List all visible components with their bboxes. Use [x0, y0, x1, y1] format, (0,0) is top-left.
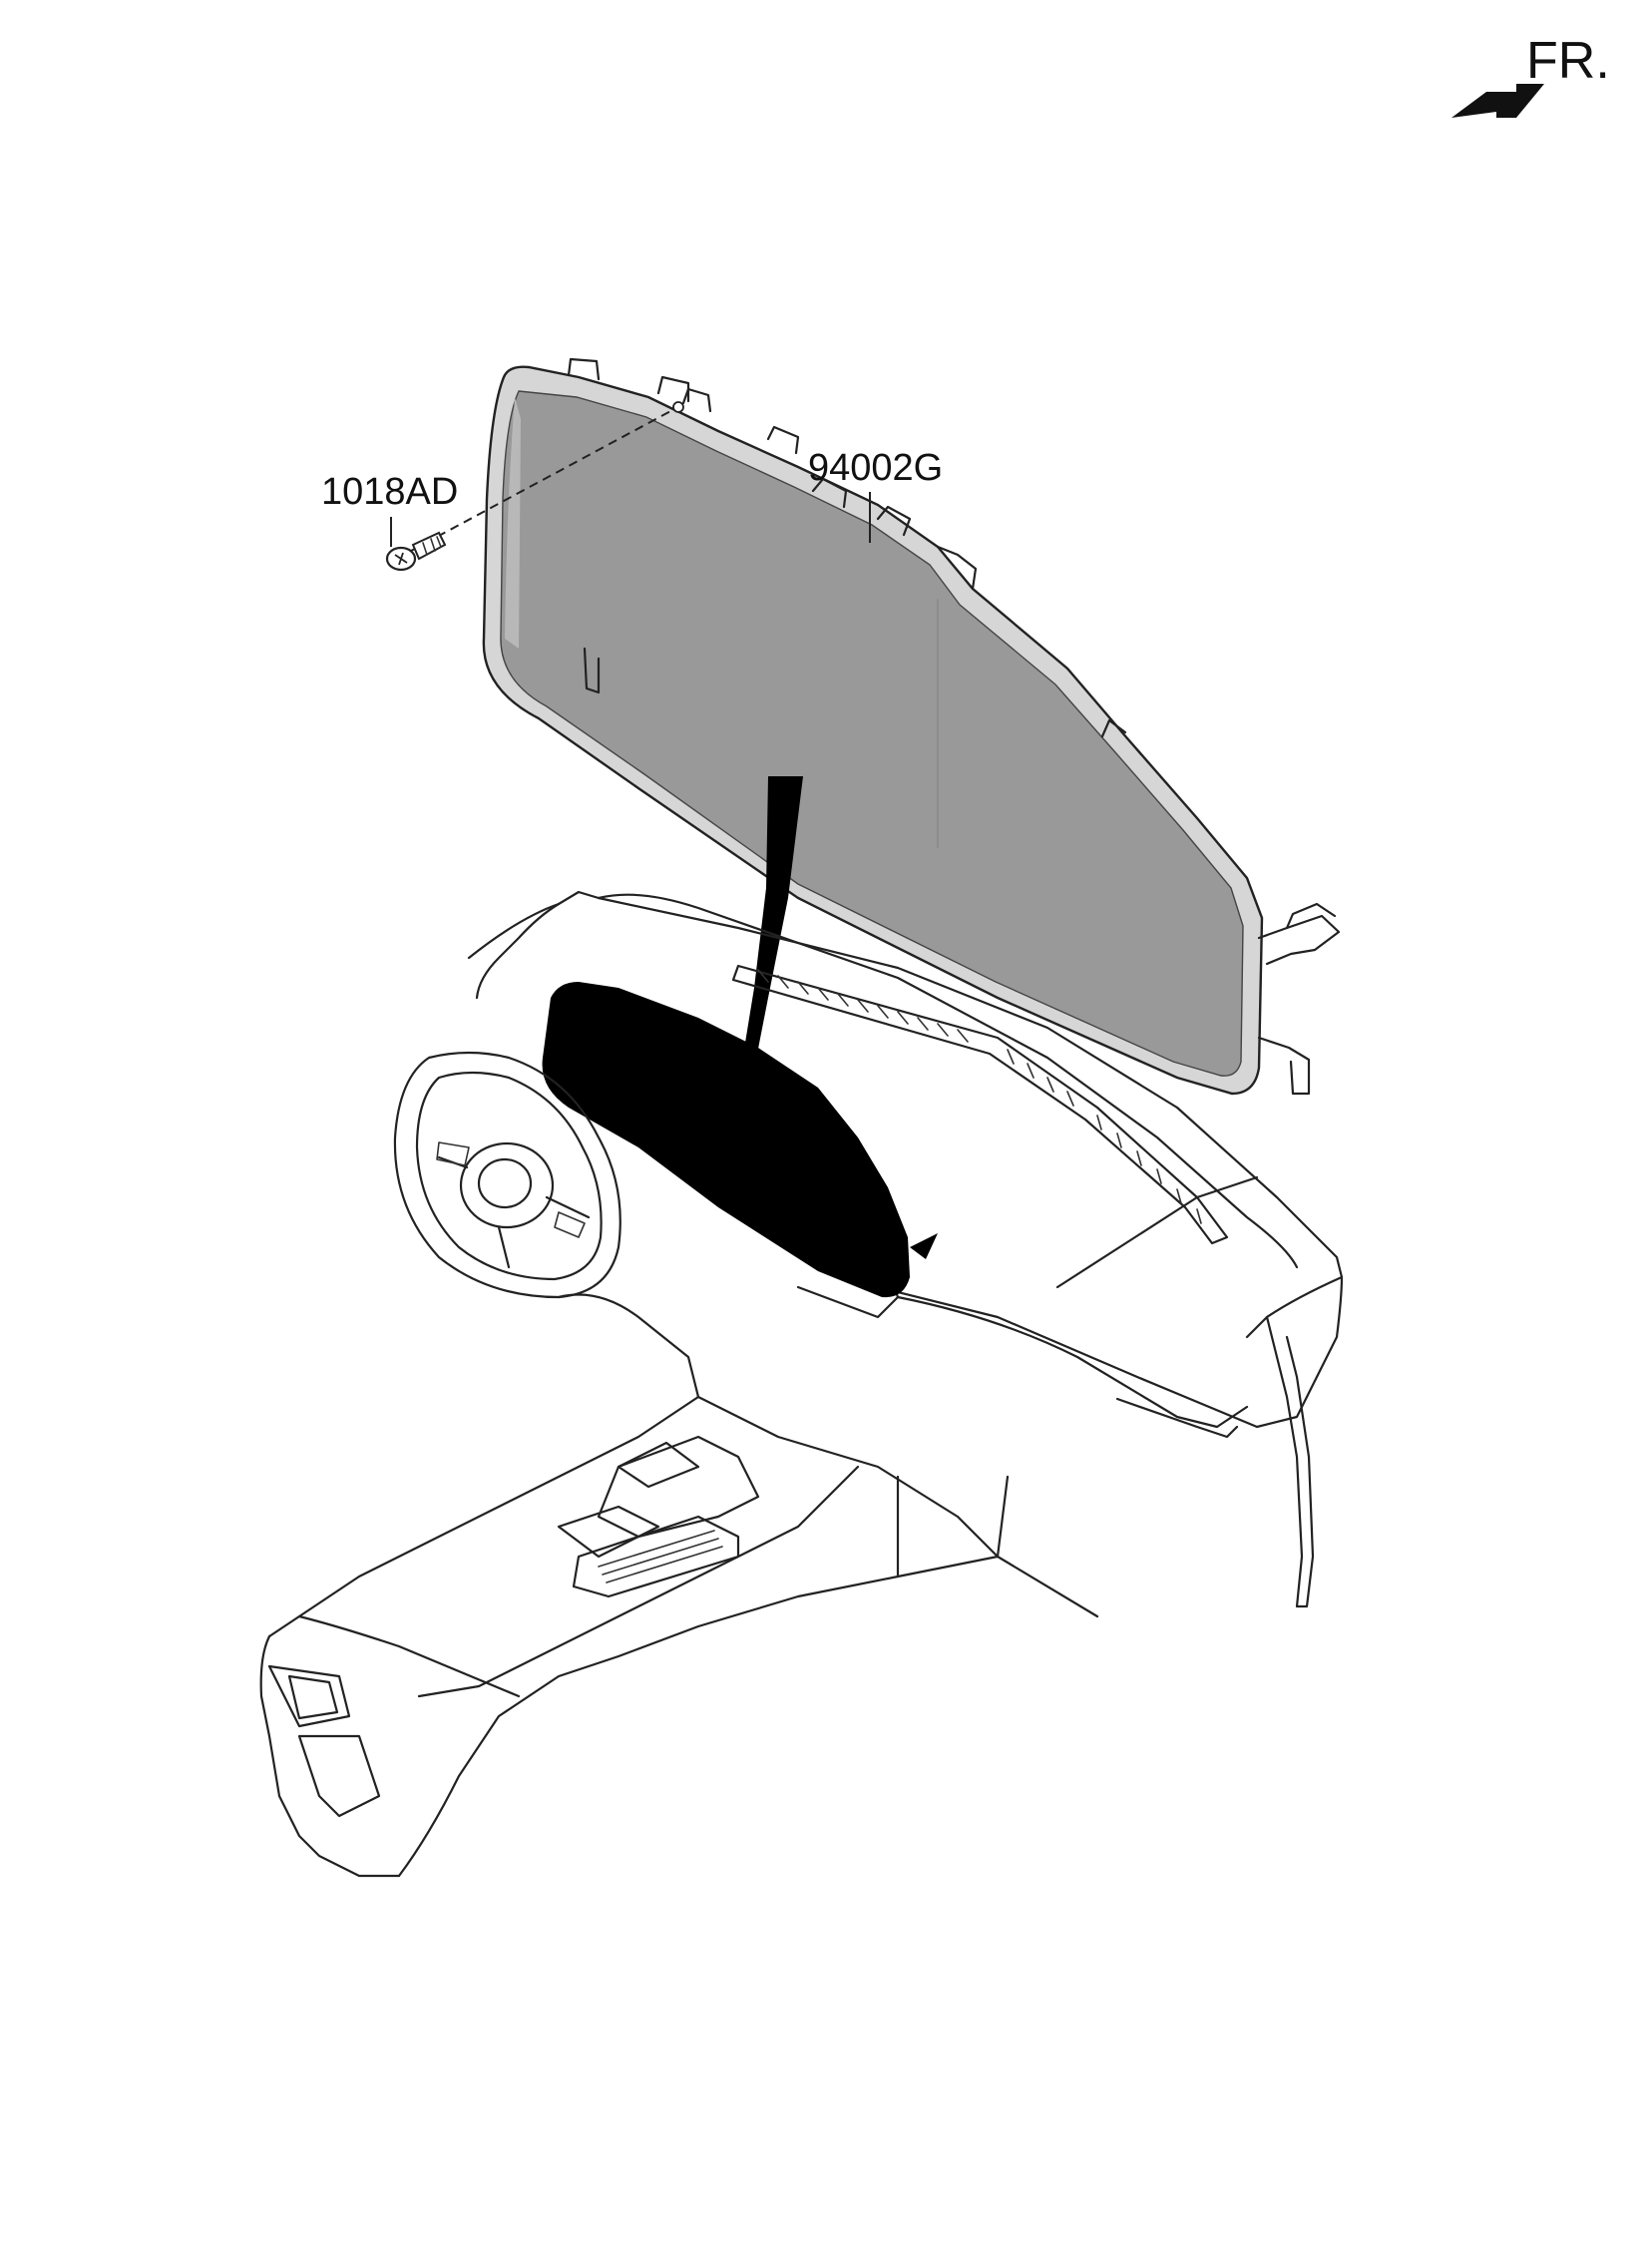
- dash-right-vent: [1115, 1397, 1239, 1439]
- cluster-face-highlight: [505, 397, 521, 649]
- cluster-lower-bracket: [1257, 1036, 1311, 1096]
- part-label-1018ad: 1018AD: [321, 471, 458, 513]
- tapping-screw-1018ad: [385, 408, 675, 572]
- dash-right-face: [876, 1275, 1344, 1429]
- console-shifter-recess: [617, 1441, 700, 1489]
- part-callouts: 1018AD 94002G: [321, 447, 943, 547]
- cluster-top-tab: [681, 387, 712, 413]
- screw-thread: [422, 536, 442, 556]
- cluster-side-tab: [1100, 718, 1127, 738]
- defrost-grille: [731, 964, 1229, 1245]
- cluster-connector-bracket: [1285, 902, 1337, 930]
- console-storage-grille: [572, 1515, 740, 1598]
- dash-top-edge: [467, 890, 1344, 1339]
- steering-wheel: [393, 1051, 621, 1299]
- rear-vent-left-inner: [287, 1674, 339, 1720]
- dash-inner-edge: [597, 893, 1299, 1269]
- steering-wheel-emblem: [477, 1157, 533, 1209]
- installed-cluster-bracket: [910, 1233, 938, 1259]
- dash-surface-crease: [1055, 1175, 1259, 1289]
- console-grille-slats: [598, 1530, 723, 1583]
- console-lower-contour: [397, 1555, 1000, 1878]
- dash-right-side: [1265, 1315, 1315, 1608]
- steering-wheel-rim-outer: [393, 1051, 621, 1299]
- rear-storage-pocket: [297, 1734, 381, 1818]
- dash-lower-trim: [896, 1295, 1249, 1429]
- cluster-screw-hole: [672, 401, 684, 413]
- cluster-display-face: [500, 390, 1244, 1077]
- console-side-line: [417, 1465, 860, 1698]
- console-panel-seams: [896, 1475, 1010, 1579]
- steering-wheel-hub: [459, 1141, 555, 1229]
- cluster-top-step: [936, 545, 978, 591]
- instrument-cluster-94002g: [482, 357, 1341, 1096]
- rear-vent-left: [267, 1664, 351, 1728]
- dashboard-line-drawing: [259, 890, 1344, 1878]
- cluster-connector-bracket: [1257, 914, 1341, 966]
- defrost-grille-slats: [757, 969, 1202, 1224]
- console-rear-face: [259, 1634, 401, 1878]
- screw-cross-recess: [394, 552, 408, 566]
- cluster-top-tab: [876, 505, 912, 537]
- steering-wheel-rim-inner: [415, 1071, 603, 1281]
- cluster-top-tab: [811, 477, 848, 509]
- screw-assembly-line: [410, 408, 675, 552]
- console-armrest-top: [267, 1395, 700, 1638]
- steering-wheel-buttons: [436, 1141, 586, 1238]
- console-left-edge: [557, 1293, 1099, 1618]
- screw-shank: [411, 531, 447, 561]
- cluster-top-tab: [766, 425, 800, 455]
- console-switch-panel: [557, 1505, 660, 1559]
- installed-cluster-silhouette: [542, 982, 910, 1298]
- console-shifter-panel: [597, 1435, 760, 1539]
- front-direction-label: FR.: [1526, 32, 1610, 90]
- dash-left-cap: [475, 902, 561, 1000]
- cluster-left-tab: [583, 647, 601, 694]
- console-armrest-edge: [297, 1614, 521, 1698]
- front-direction-arrow-icon: [1451, 84, 1544, 118]
- cluster-top-tab: [567, 357, 601, 381]
- front-direction-indicator: FR.: [1451, 32, 1610, 118]
- part-label-94002g: 94002G: [808, 447, 943, 489]
- cluster-top-tab: [656, 375, 690, 403]
